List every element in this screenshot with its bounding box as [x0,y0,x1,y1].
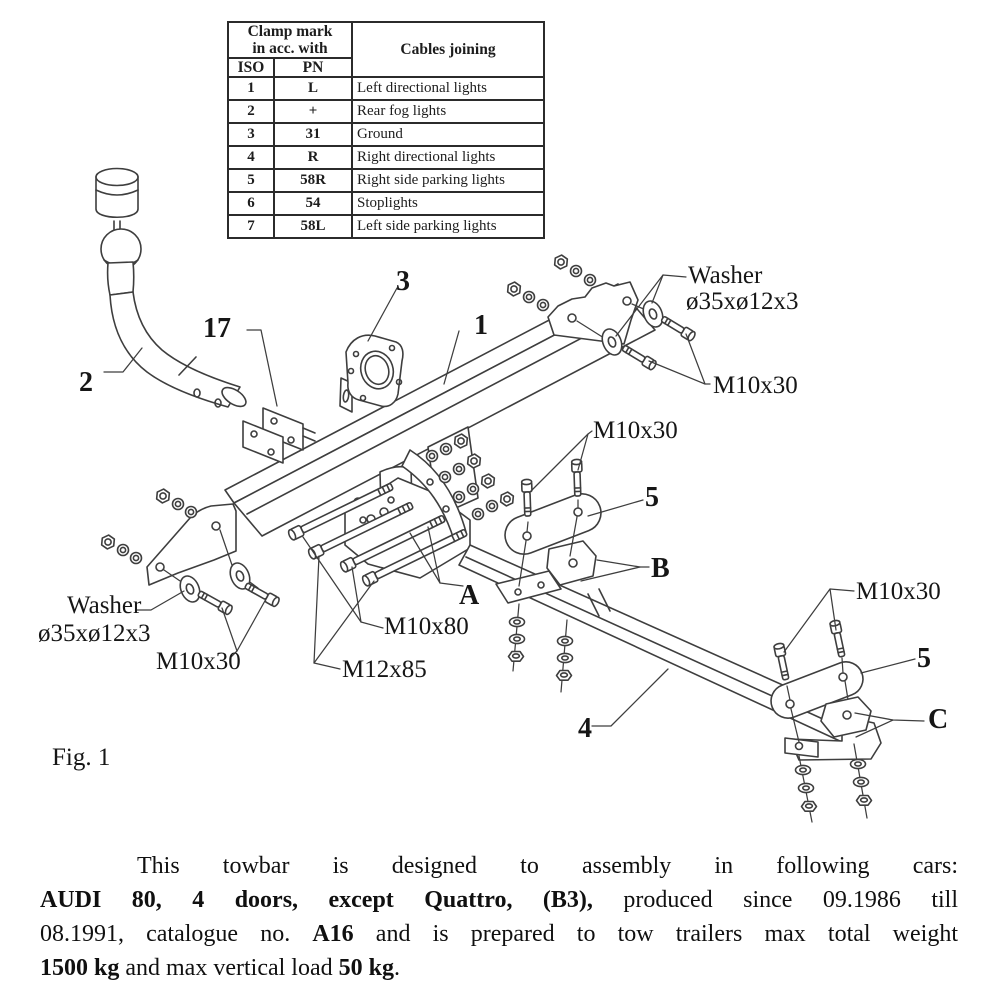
table-row: 4 R Right directional lights [227,145,545,170]
table-row: 3 31 Ground [227,122,545,147]
figure-caption: Fig. 1 [52,744,110,771]
label-washer-left-line1: Washer [67,592,142,619]
cables-cell: Stoplights [351,191,545,216]
socket-plate-drawing [339,334,404,413]
label-washer-top-right-line1: Washer [688,262,763,289]
table-row: 2 + Rear fog lights [227,99,545,124]
label-m10x30-middle: M10x30 [593,417,678,444]
label-washer-left-line2: ø35xø12x3 [38,620,151,647]
clamp-mark-table: Clamp mark in acc. with Cables joining I… [227,21,545,239]
iso-cell: 3 [227,122,275,147]
label-part-5-middle: 5 [645,482,659,513]
label-washer-top-right-line2: ø35xø12x3 [686,288,799,315]
towball-arm-drawing [95,167,247,408]
pn-cell: L [273,76,353,101]
iso-cell: 1 [227,76,275,101]
fastener-hardware-drawing [98,252,873,823]
pn-cell: R [273,145,353,170]
label-part-4: 4 [578,713,592,744]
label-m12x85: M12x85 [342,656,427,683]
cables-cell: Left directional lights [351,76,545,101]
pn-cell: 54 [273,191,353,216]
label-letter-c: C [928,704,948,735]
cables-joining-header: Cables joining [351,21,545,78]
bracket-c-drawing [820,696,872,738]
clamp-mark-header: Clamp mark in acc. with [227,21,353,59]
label-part-5-right: 5 [917,643,931,674]
paragraph-line: This towbar is designed to assembly in f… [137,853,958,879]
cables-cell: Ground [351,122,545,147]
label-letter-a: A [459,580,480,611]
plate-5-middle-drawing [504,493,602,587]
label-part-1: 1 [474,310,488,341]
iso-cell: 7 [227,214,275,239]
clamp-17-drawing [242,407,316,464]
cables-cell: Right directional lights [351,145,545,170]
paragraph-line: 1500 kg and max vertical load 50 kg. [40,955,400,981]
description-paragraph: This towbar is designed to assembly in f… [40,849,958,985]
iso-cell: 4 [227,145,275,170]
paragraph-line: AUDI 80, 4 doors, except Quattro, (B3), … [40,887,958,913]
paragraph-line: 08.1991, catalogue no. A16 and is prepar… [40,921,958,947]
cables-cell: Right side parking lights [351,168,545,193]
table-subheader-row: ISO PN [227,57,544,78]
table-header-row: Clamp mark in acc. with Cables joining [227,21,545,78]
main-crossbeam-drawing [224,283,656,537]
towbar-assembly-diagram: 3 1 17 2 Washer ø35xø12x3 M10x30 M10x30 … [38,167,948,823]
table-row: 5 58R Right side parking lights [227,168,545,193]
label-m10x30-top-right: M10x30 [713,372,798,399]
iso-cell: 6 [227,191,275,216]
pn-cell: + [273,99,353,124]
table-row: 6 54 Stoplights [227,191,545,216]
label-m10x80: M10x80 [384,613,469,640]
label-letter-b: B [651,553,670,584]
table-row: 1 L Left directional lights [227,76,545,101]
iso-cell: 2 [227,99,275,124]
pn-header: PN [273,57,353,78]
pn-cell: 31 [273,122,353,147]
label-part-17: 17 [203,313,231,344]
table-row: 7 58L Left side parking lights [227,214,545,239]
label-m10x30-left: M10x30 [156,648,241,675]
cables-cell: Rear fog lights [351,99,545,124]
label-part-3: 3 [396,266,410,297]
pn-cell: 58R [273,168,353,193]
iso-header: ISO [227,57,275,78]
label-part-2: 2 [79,367,93,398]
cables-cell: Left side parking lights [351,214,545,239]
iso-cell: 5 [227,168,275,193]
label-m10x30-bottom-right: M10x30 [856,578,941,605]
pn-cell: 58L [273,214,353,239]
bracket-b-drawing [495,540,597,604]
leader-lines [103,274,925,738]
